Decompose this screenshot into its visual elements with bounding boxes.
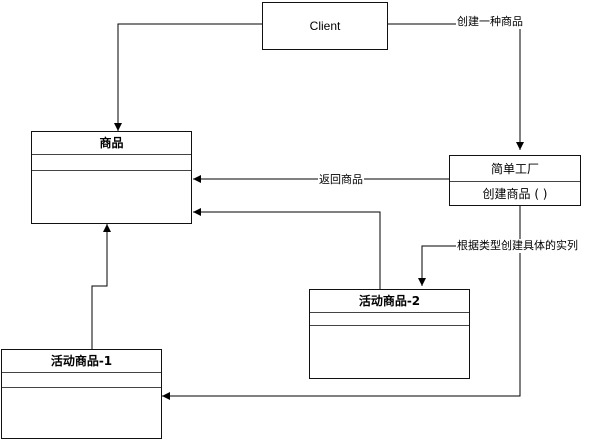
product-class[interactable]: 商品 xyxy=(31,131,192,224)
factory-class[interactable]: 简单工厂 创建商品 ( ) xyxy=(449,155,581,206)
edge-label-by-type: 根据类型创建具体的实列 xyxy=(456,239,579,253)
product-class-title: 商品 xyxy=(99,136,124,150)
client-label: Client xyxy=(309,19,341,33)
product2-class-title: 活动商品-2 xyxy=(358,294,421,308)
product1-class-methods xyxy=(2,387,161,438)
product-class-attributes xyxy=(32,154,191,170)
edge-factory-to-product2 xyxy=(418,245,458,286)
edge-label-return: 返回商品 xyxy=(318,173,364,187)
factory-create-method: 创建商品 ( ) xyxy=(482,187,548,201)
edge-client-to-factory xyxy=(388,23,524,150)
edge-product1-inherit xyxy=(91,224,111,349)
factory-class-title: 简单工厂 xyxy=(450,156,580,182)
product1-class-attributes xyxy=(2,372,161,387)
product1-class-title: 活动商品-1 xyxy=(50,354,113,368)
product-class-methods xyxy=(32,170,191,222)
edge-factory-to-product1 xyxy=(162,202,521,400)
edge-product2-inherit xyxy=(193,208,381,289)
product1-class[interactable]: 活动商品-1 xyxy=(1,349,162,439)
edge-client-to-product xyxy=(114,23,262,131)
product2-class[interactable]: 活动商品-2 xyxy=(309,289,470,379)
product2-class-attributes xyxy=(310,312,469,325)
client-box[interactable]: Client xyxy=(262,2,388,50)
product2-class-methods xyxy=(310,325,469,377)
edge-label-create: 创建一种商品 xyxy=(456,15,524,29)
